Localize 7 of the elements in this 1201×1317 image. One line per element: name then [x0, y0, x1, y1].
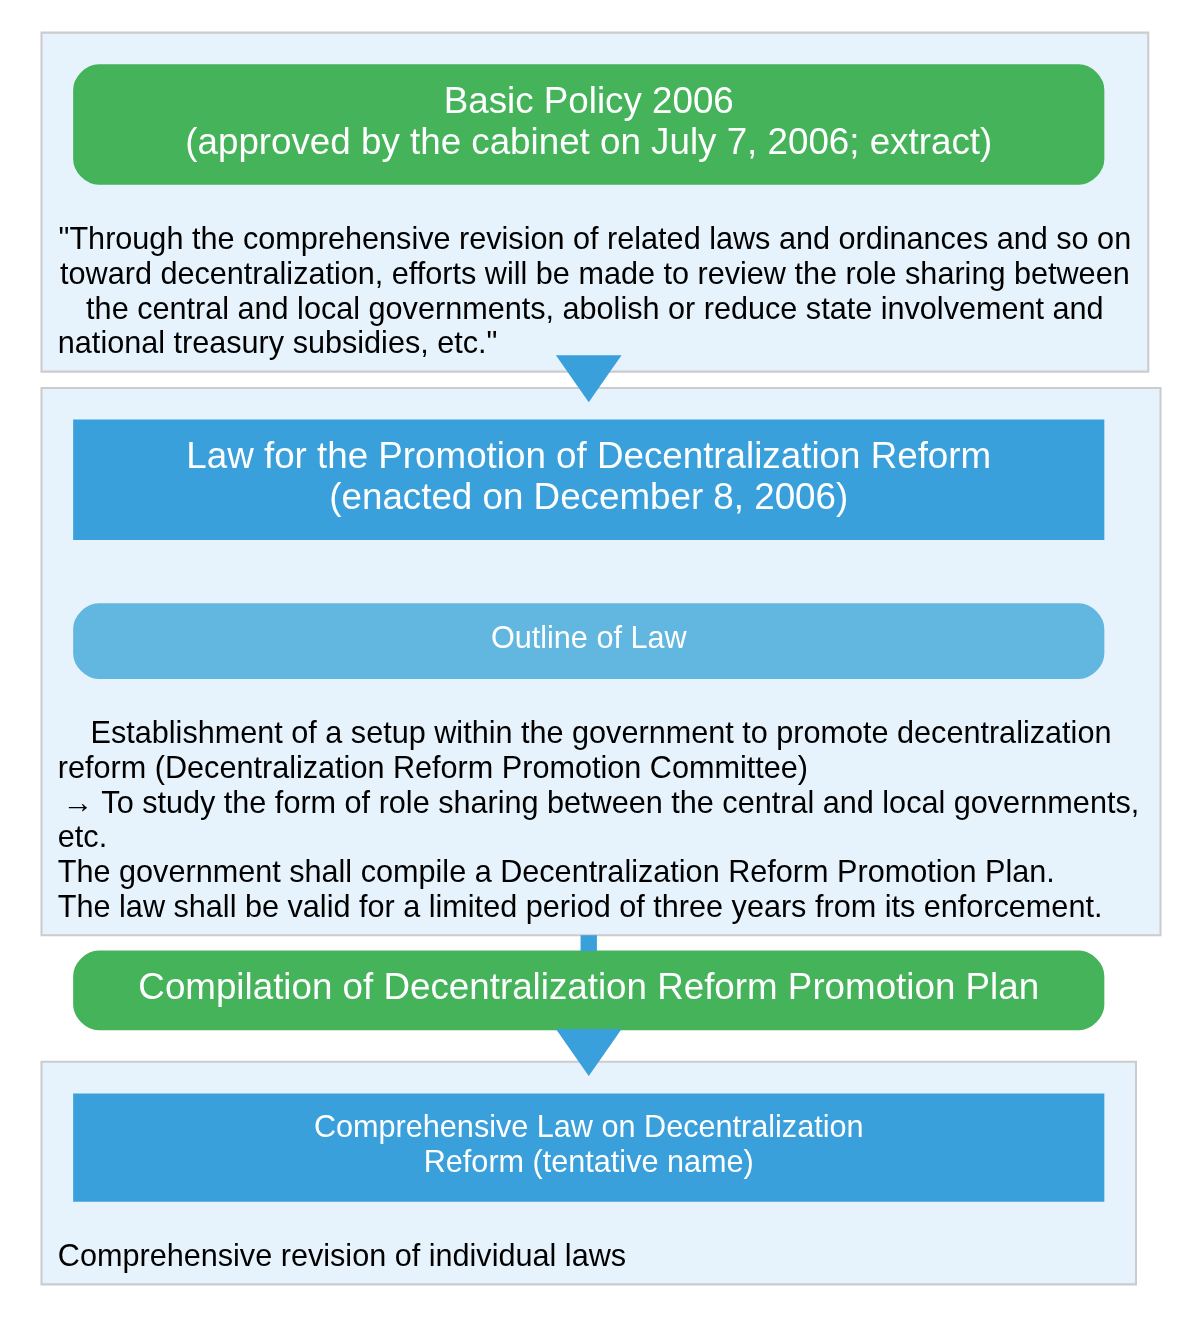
node-box: Basic Policy 2006 (approved by the cabinet on July 7, 2006; extract)	[72, 64, 1104, 185]
node-box: Outline of Law	[72, 603, 1104, 679]
node-box: Law for the Promotion of Decentralization Reform (enacted on December 8, 2006)	[72, 419, 1104, 541]
arrow	[555, 355, 622, 403]
connector	[580, 935, 597, 952]
node-box: Comprehensive Law on Decentralization Reform (tentative name)	[72, 1093, 1104, 1202]
node-box: Compilation of Decentralization Reform Promotion Plan	[72, 950, 1104, 1031]
